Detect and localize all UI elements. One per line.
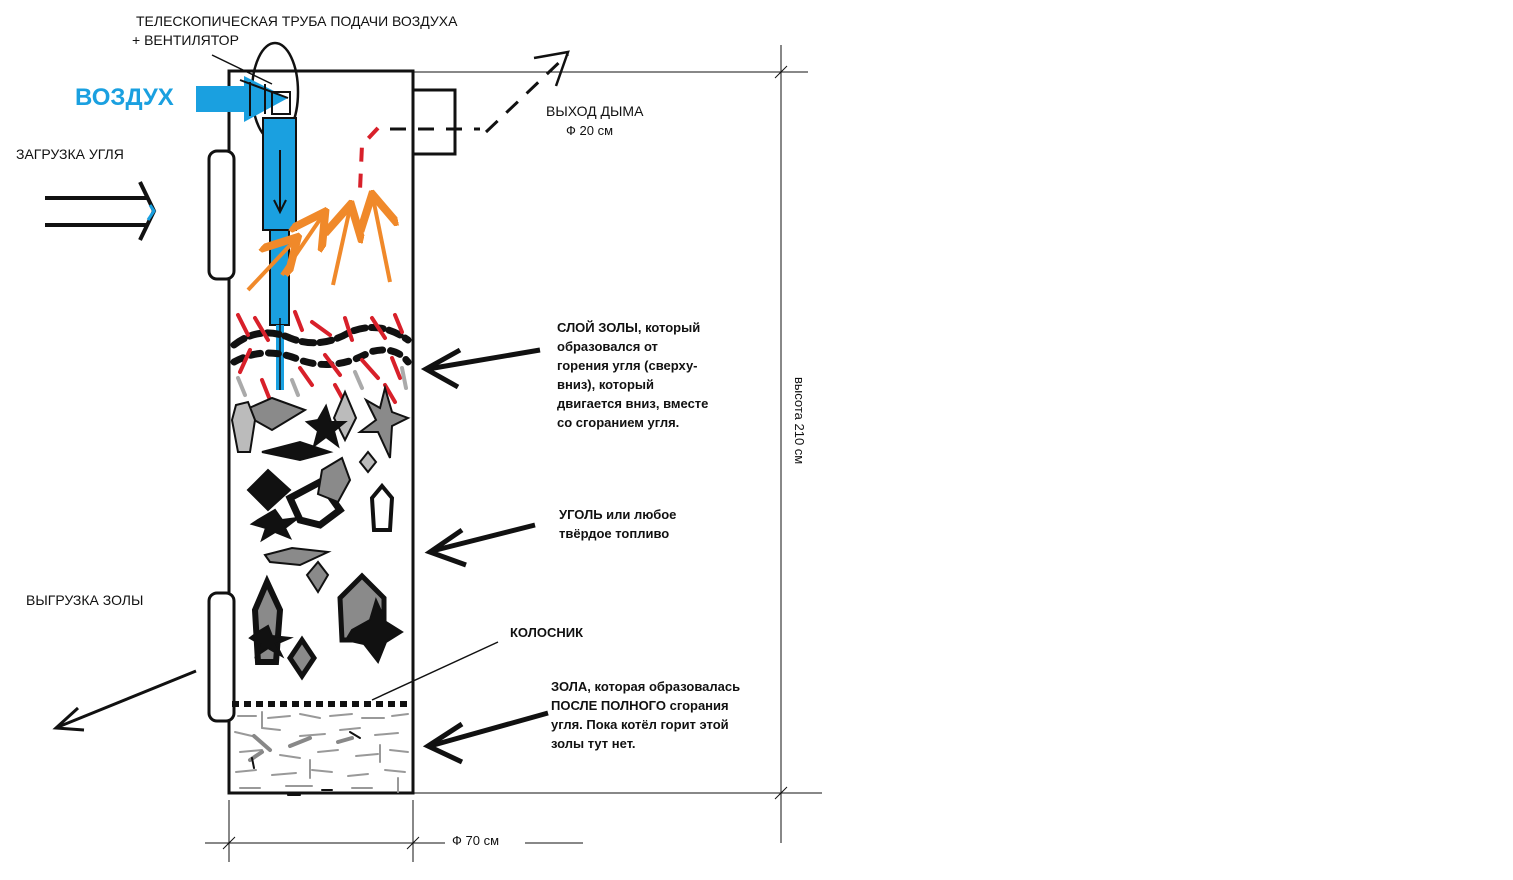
grate-label-pointer (371, 641, 499, 701)
ash-after-line: золы тут нет. (551, 736, 636, 751)
pipe-label-pointer (211, 54, 273, 85)
flame-arrows (246, 198, 390, 292)
coal-label: УГОЛЬ или любое твёрдое топливо (559, 505, 676, 543)
coal-line: твёрдое топливо (559, 526, 670, 541)
smoke-exit-label: ВЫХОД ДЫМА (546, 103, 644, 119)
ash-after-line: угля. Пока котёл горит этой (551, 717, 729, 732)
ash-layer-line: двигается вниз, вместе (557, 396, 709, 411)
ash-after-line: ЗОЛА, которая образовалась (551, 679, 741, 694)
ash-after-label: ЗОЛА, которая образовалась ПОСЛЕ ПОЛНОГО… (551, 677, 740, 753)
ash-layer-line: горения угля (сверху- (557, 358, 698, 373)
height-label: высота 210 см (792, 377, 807, 465)
ash-after-line: ПОСЛЕ ПОЛНОГО сгорания (551, 698, 729, 713)
coal-loading-arrow (45, 181, 157, 241)
coal-loading-door (207, 149, 236, 281)
dimension-lines (205, 45, 822, 862)
coal-line: УГОЛЬ или любое (559, 507, 677, 522)
label-arrows (420, 347, 549, 765)
ash-chamber (234, 711, 409, 796)
grate-label: КОЛОСНИК (510, 625, 584, 640)
ash-unloading-door (207, 591, 236, 723)
smoke-outlet (411, 88, 457, 156)
coal-pieces (230, 384, 411, 681)
ash-unloading-arrow (52, 669, 197, 732)
air-label: ВОЗДУХ (75, 84, 174, 111)
air-pipe-label-line2: + ВЕНТИЛЯТОР (132, 32, 239, 48)
ash-layer-line: образовался от (557, 339, 658, 354)
air-pipe-label-line1: ТЕЛЕСКОПИЧЕСКАЯ ТРУБА ПОДАЧИ ВОЗДУХА (136, 13, 458, 29)
ash-layer-line: вниз), который (557, 377, 654, 392)
ash-layer-label: СЛОЙ ЗОЛЫ, который образовался от горени… (557, 318, 708, 432)
coal-loading-label: ЗАГРУЗКА УГЛЯ (16, 146, 124, 162)
smoke-diameter-label: Ф 20 см (566, 123, 614, 138)
smoke-path (358, 50, 570, 191)
ash-unloading-label: ВЫГРУЗКА ЗОЛЫ (26, 592, 144, 608)
combustion-zone (230, 310, 412, 405)
ash-layer-line: со сгоранием угля. (557, 415, 680, 430)
boiler-body (227, 69, 415, 795)
ash-layer-line: СЛОЙ ЗОЛЫ, который (557, 320, 701, 335)
air-inlet-arrow (196, 76, 291, 122)
diameter-label: Ф 70 см (452, 833, 500, 848)
